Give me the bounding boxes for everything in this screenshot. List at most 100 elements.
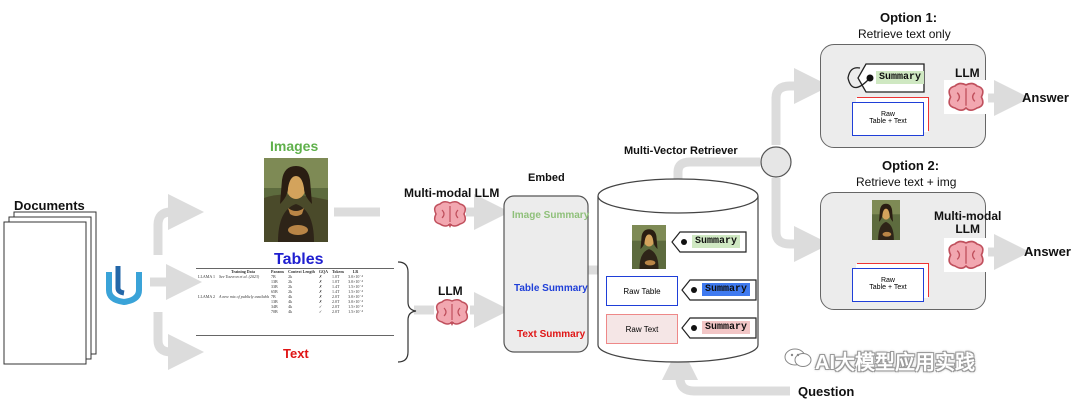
table-cell: 1.4T	[332, 284, 340, 289]
table-row: 13B 2k ✗ 1.0T 3.0×10⁻⁴	[196, 279, 365, 284]
table-cell: 13B	[271, 299, 278, 304]
tag-text: Summary	[876, 71, 925, 84]
embed-label: Embed	[528, 172, 565, 184]
brain-icon	[432, 298, 472, 331]
table-cell: 1.5×10⁻⁴	[348, 309, 363, 314]
table-cell: 2k	[288, 279, 293, 284]
mini-table-header: Context Length	[288, 269, 315, 274]
images-label: Images	[270, 138, 319, 154]
table-cell: ✗	[318, 289, 323, 294]
table-cell: 2.0T	[332, 294, 340, 299]
mini-table-header: GQA	[318, 269, 329, 274]
table-cell: 1.0T	[332, 279, 340, 284]
table-cell: 4k	[288, 309, 293, 314]
table-cell: 34B	[271, 304, 278, 309]
table-cell	[217, 309, 269, 314]
text-label: Text	[283, 346, 309, 361]
table-cell: 1.5×10⁻⁴	[348, 289, 363, 294]
embed-box	[503, 195, 589, 353]
tag-text: Summary	[702, 321, 751, 334]
option2-raw-box: Raw Table + Text	[852, 268, 924, 302]
multimodal-llm-label: Multi-modal LLM	[404, 186, 500, 200]
brain-icon	[944, 238, 988, 272]
option1-subtitle: Retrieve text only	[858, 27, 951, 41]
mini-table-header: Training Data	[230, 269, 256, 274]
table-cell: 3.0×10⁻⁴	[348, 299, 363, 304]
table-cell: 2k	[288, 289, 293, 294]
option1-title: Option 1:	[880, 10, 938, 25]
table-cell: 65B	[271, 289, 278, 294]
brain-icon	[430, 200, 470, 233]
arrow-to-option2	[771, 178, 830, 262]
table-cell: ✓	[318, 304, 323, 309]
raw-line: Table + Text	[869, 284, 907, 291]
mona-lisa-image	[264, 158, 328, 242]
table-cell: 1.4T	[332, 289, 340, 294]
arrow-retriever-to-router	[673, 157, 760, 194]
arrow-to-option1	[771, 68, 830, 145]
table-cell: ✗	[318, 274, 323, 279]
llm-line: Multi-modal	[934, 209, 1002, 223]
wechat-icon	[784, 347, 812, 374]
table-cell: ✗	[318, 279, 323, 284]
table-cell: ✓	[318, 309, 323, 314]
table-cell: See Touvron et al. (2023)	[219, 274, 260, 279]
table-cell: LLAMA 1	[198, 274, 215, 279]
table-cell: 7B	[271, 274, 276, 279]
router-circle	[760, 146, 792, 178]
watermark-text: AI大模型应用实践	[815, 352, 975, 374]
arrow-to-images	[153, 194, 204, 255]
documents-stack-icon	[3, 211, 97, 365]
mini-table-header: LR	[352, 269, 359, 274]
summary-tag-option1: Summary	[846, 58, 926, 103]
option1-llm-label: LLM	[955, 66, 980, 80]
llm-line: LLM	[955, 222, 980, 236]
raw-line: Table + Text	[869, 118, 907, 125]
table-summary-label: Table Summary	[514, 283, 588, 294]
table-cell: 1.5×10⁻⁴	[348, 284, 363, 289]
table-cell: 4k	[288, 304, 293, 309]
summary-tag-table: Summary	[680, 278, 758, 307]
table-cell: 3.0×10⁻⁴	[348, 279, 363, 284]
table-cell	[196, 309, 217, 314]
option2-title: Option 2:	[882, 158, 940, 173]
table-cell: A new mix of publicly available online d…	[219, 294, 269, 299]
table-row: 65B 2k ✗ 1.4T 1.5×10⁻⁴	[196, 289, 365, 294]
brace	[397, 261, 417, 363]
retriever-label: Multi-Vector Retriever	[624, 145, 738, 157]
arrow-to-text	[153, 312, 204, 370]
table-cell: 1.0T	[332, 274, 340, 279]
table-cell: 3.0×10⁻⁴	[348, 294, 363, 299]
option1-answer: Answer	[1022, 90, 1069, 105]
table-cell: 3.0×10⁻⁴	[348, 274, 363, 279]
question-label: Question	[798, 384, 855, 399]
unstructured-logo-icon	[106, 266, 142, 306]
table-cell: 2k	[288, 274, 293, 279]
raw-line: Raw	[880, 111, 895, 118]
summary-tag-image: Summary	[670, 230, 748, 259]
table-row: LLAMA 1 See Touvron et al. (2023) 7B 2k ✗ 1.0…	[196, 274, 365, 279]
table-cell: 4k	[288, 299, 293, 304]
table-cell: ✗	[318, 294, 323, 299]
tag-text: Summary	[692, 235, 741, 248]
summary-tag-text: Summary	[680, 316, 758, 345]
mona-lisa-option2	[872, 200, 900, 240]
option1-raw-box: Raw Table + Text	[852, 102, 924, 136]
brain-icon	[944, 80, 988, 114]
raw-table-box: Raw Table	[606, 276, 678, 306]
table-cell: LLAMA 2	[198, 294, 215, 299]
table-cell: 13B	[271, 279, 278, 284]
option2-llm-label: Multi-modal LLM	[934, 210, 1001, 236]
table-cell: 2.0T	[332, 299, 340, 304]
table-cell: 1.5×10⁻⁴	[348, 304, 363, 309]
option2-subtitle: Retrieve text + img	[856, 175, 957, 189]
documents-label: Documents	[14, 198, 85, 213]
arrow-question-to-retriever	[662, 344, 790, 396]
table-cell: 7B	[271, 294, 276, 299]
table-cell: 2k	[288, 284, 293, 289]
table-cell: 33B	[271, 284, 278, 289]
